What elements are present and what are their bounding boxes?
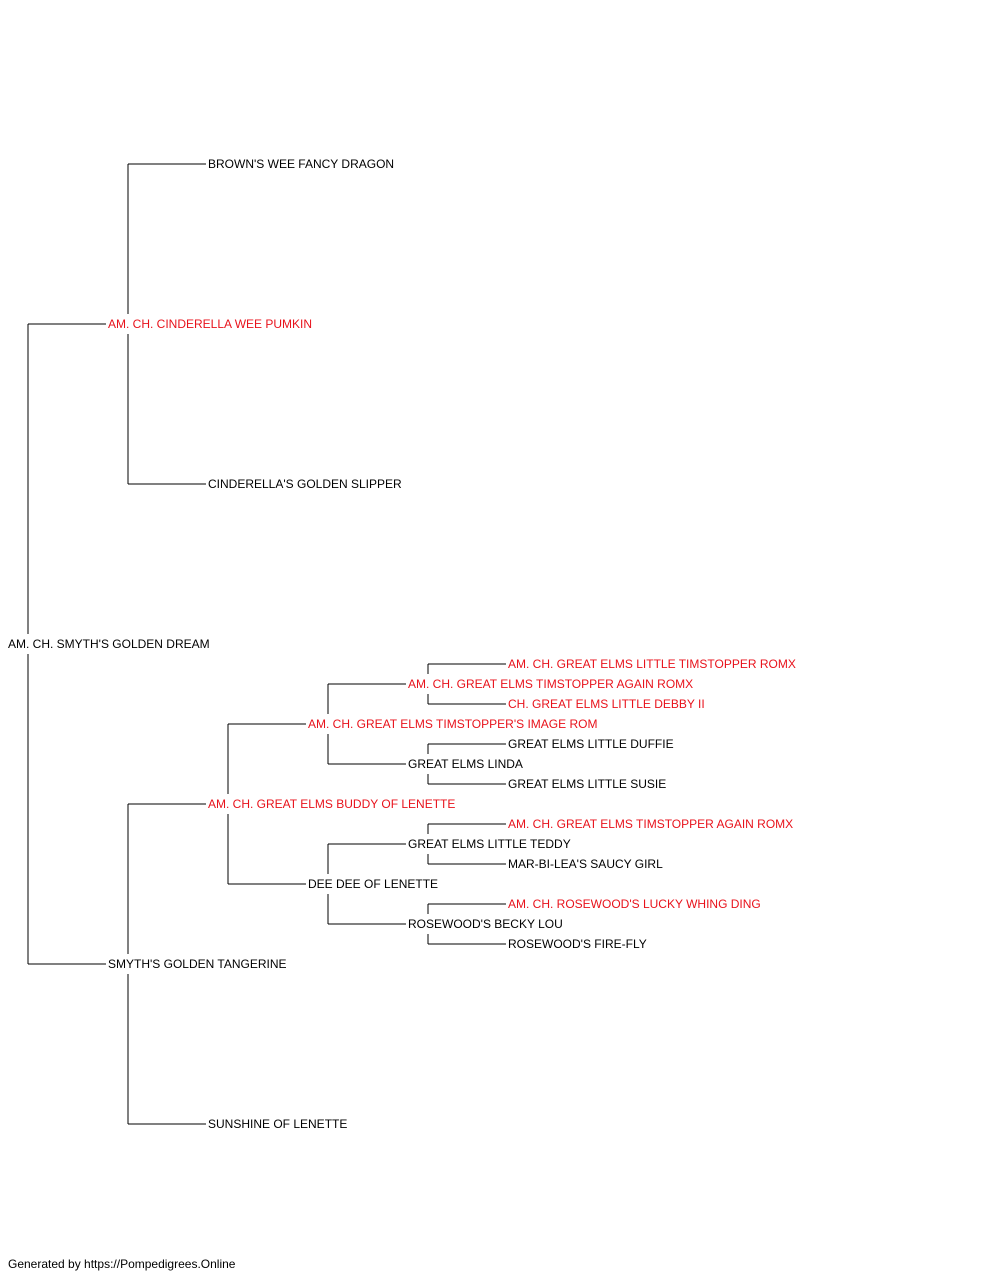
dog-name-champion: AM. CH. GREAT ELMS TIMSTOPPER'S IMAGE RO… (308, 717, 597, 731)
footer-credit: Generated by https://Pompedigrees.Online (8, 1257, 236, 1271)
dog-name: CINDERELLA'S GOLDEN SLIPPER (208, 477, 402, 491)
dog-name-champion: AM. CH. GREAT ELMS LITTLE TIMSTOPPER ROM… (508, 657, 796, 671)
dog-name: GREAT ELMS LITTLE SUSIE (508, 777, 666, 791)
dog-name-champion: AM. CH. ROSEWOOD'S LUCKY WHING DING (508, 897, 761, 911)
dog-name: ROSEWOOD'S BECKY LOU (408, 917, 563, 931)
dog-name: SUNSHINE OF LENETTE (208, 1117, 347, 1131)
dog-name-champion: AM. CH. GREAT ELMS BUDDY OF LENETTE (208, 797, 455, 811)
dog-name: GREAT ELMS LINDA (408, 757, 523, 771)
dog-name: BROWN'S WEE FANCY DRAGON (208, 157, 394, 171)
dog-name: MAR-BI-LEA'S SAUCY GIRL (508, 857, 663, 871)
dog-name: AM. CH. SMYTH'S GOLDEN DREAM (8, 637, 210, 651)
dog-name: GREAT ELMS LITTLE TEDDY (408, 837, 571, 851)
dog-name: SMYTH'S GOLDEN TANGERINE (108, 957, 287, 971)
dog-name-champion: AM. CH. GREAT ELMS TIMSTOPPER AGAIN ROMX (408, 677, 693, 691)
dog-name-champion: AM. CH. CINDERELLA WEE PUMKIN (108, 317, 312, 331)
dog-name-champion: AM. CH. GREAT ELMS TIMSTOPPER AGAIN ROMX (508, 817, 793, 831)
dog-name: ROSEWOOD'S FIRE-FLY (508, 937, 647, 951)
dog-name: GREAT ELMS LITTLE DUFFIE (508, 737, 674, 751)
dog-name: DEE DEE OF LENETTE (308, 877, 438, 891)
dog-name-champion: CH. GREAT ELMS LITTLE DEBBY II (508, 697, 705, 711)
